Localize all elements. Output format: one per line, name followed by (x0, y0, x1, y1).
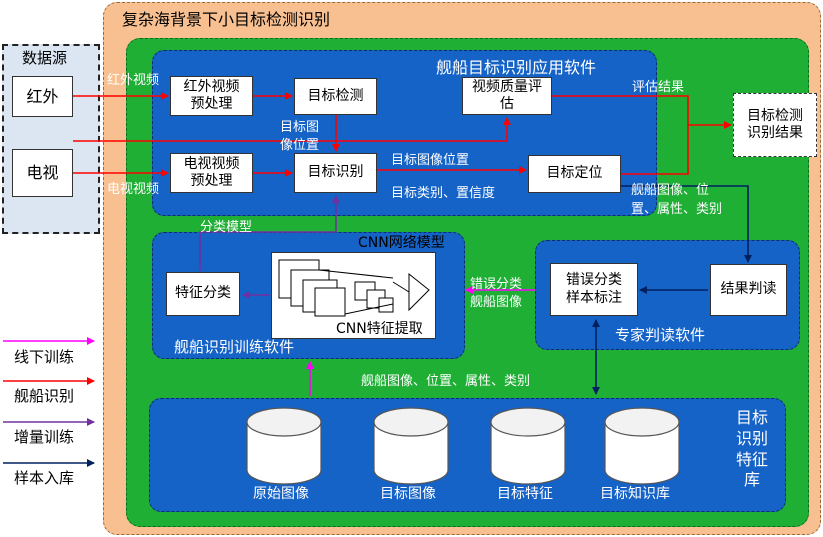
target-detect-box[interactable]: 目标检测 (294, 78, 377, 115)
expert-title: 专家判读软件 (615, 326, 706, 344)
target-locate-box[interactable]: 目标定位 (528, 155, 621, 193)
label-target-img-pos: 目标图 像位置 (280, 120, 320, 153)
label-db-info: 舰船图像、位置、属性、类别 (361, 374, 531, 389)
tv-source[interactable]: 电视 (12, 149, 73, 197)
db-label-original: 原始图像 (253, 486, 309, 502)
db-cylinder-target-feature (490, 407, 566, 485)
legend-offline-training: 线下训练 (14, 348, 75, 366)
data-source-panel (2, 44, 100, 234)
ir-preprocess-box[interactable]: 红外视频 预处理 (170, 76, 253, 116)
training-title: 舰船识别训练软件 (174, 338, 295, 356)
db-label-target-feature: 目标特征 (497, 486, 553, 502)
target-recog-box[interactable]: 目标识别 (294, 153, 377, 193)
legend-ship-recognition: 舰船识别 (14, 387, 75, 405)
db-cylinder-target-image (373, 407, 449, 485)
legend-sample-storage: 样本入库 (14, 469, 75, 487)
db-cylinder-original (246, 407, 322, 485)
db-label-target-image: 目标图像 (380, 486, 436, 502)
db-label-knowledge: 目标知识库 (600, 486, 670, 502)
label-class-confidence: 目标类别、置信度 (391, 186, 496, 201)
label-ir-video: 红外视频 (107, 73, 160, 88)
feature-classify-box[interactable]: 特征分类 (166, 272, 240, 316)
legend: 线下训练 舰船识别 增量训练 样本入库 (0, 330, 100, 500)
label-tv-video: 电视视频 (107, 182, 160, 197)
data-source-title: 数据源 (22, 49, 68, 67)
label-classify-model: 分类模型 (200, 220, 253, 235)
result-read-box[interactable]: 结果判读 (710, 264, 787, 316)
legend-arrows (3, 337, 95, 467)
database-title: 目标 识别 特征 库 (735, 408, 768, 490)
cnn-model-label: CNN网络模型 (358, 235, 445, 251)
label-target-image-position: 目标图像位置 (391, 153, 470, 168)
video-quality-box[interactable]: 视频质量评 估 (462, 77, 552, 115)
infrared-source[interactable]: 红外 (12, 76, 73, 117)
result-box[interactable]: 目标检测 识别结果 (733, 93, 817, 157)
db-cylinder-knowledge (604, 407, 680, 485)
app-title: 舰船目标识别应用软件 (436, 58, 597, 77)
mislabel-box[interactable]: 错误分类 样本标注 (550, 263, 638, 316)
label-eval-result: 评估结果 (632, 80, 685, 95)
legend-incremental-training: 增量训练 (14, 428, 75, 446)
label-ship-info: 舰船图像、位 置、属性、类别 (631, 183, 723, 217)
outer-title: 复杂海背景下小目标检测识别 (122, 10, 331, 29)
tv-preprocess-box[interactable]: 电视视频 预处理 (170, 153, 253, 193)
label-wrong-class-img: 错误分类 舰船图像 (470, 277, 523, 310)
cnn-layers-graphic (278, 259, 430, 317)
cnn-extract-label: CNN特征提取 (336, 321, 423, 337)
